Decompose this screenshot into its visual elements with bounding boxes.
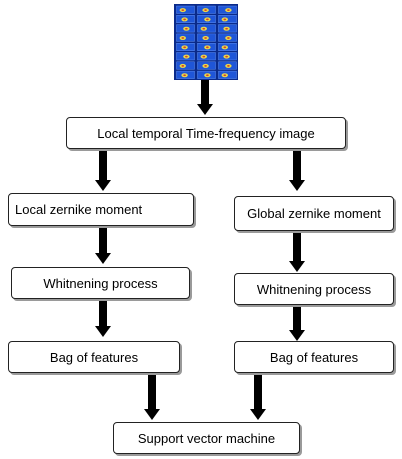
thumbnail-blob-core (204, 9, 207, 12)
thumbnail-blob-core (223, 74, 227, 77)
thumbnail-blob-core (185, 55, 188, 58)
thumbnail-blob-core (227, 9, 230, 12)
node-right-bag-of-features: Bag of features (234, 341, 394, 373)
thumbnail-blob-core (183, 46, 186, 49)
thumbnail-blob-core (202, 55, 206, 58)
thumbnail-blob-core (204, 37, 207, 39)
thumbnail-blob-core (206, 18, 209, 21)
thumbnail-blob-core (181, 65, 185, 67)
node-left-bag-of-features: Bag of features (8, 341, 180, 373)
thumbnail-blob-core (227, 65, 230, 67)
thumbnail-blob-core (204, 65, 207, 67)
time-frequency-image-grid-icon (174, 4, 238, 80)
thumbnail-blob-core (223, 46, 227, 49)
node-left-whitening-process: Whitnening process (11, 267, 190, 299)
thumbnail-blob-core (206, 74, 209, 77)
node-right-whitening-process: Whitnening process (234, 273, 394, 305)
thumbnail-blob-core (183, 18, 186, 21)
thumbnail-blob-core (183, 74, 186, 77)
thumbnail-blob-core (223, 18, 227, 21)
thumbnail-blob-core (185, 27, 188, 30)
node-global-zernike-moment: Global zernike moment (234, 196, 394, 231)
node-local-temporal-time-frequency-image: Local temporal Time-frequency image (66, 117, 346, 149)
thumbnail-blob-core (225, 55, 228, 58)
thumbnail-blob-core (181, 37, 185, 39)
thumbnail-blob-core (227, 37, 230, 39)
thumbnail-blob-core (202, 27, 206, 30)
thumbnail-blob-core (225, 27, 228, 30)
node-support-vector-machine: Support vector machine (113, 422, 300, 454)
thumbnail-blob-core (206, 46, 209, 49)
node-local-zernike-moment: Local zernike moment (8, 193, 194, 226)
thumbnail-blob-core (181, 9, 185, 12)
